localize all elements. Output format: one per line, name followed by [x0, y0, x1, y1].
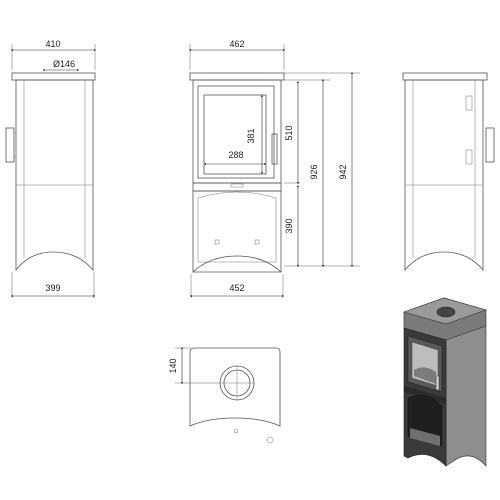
door-handle-right	[485, 127, 495, 163]
dim-label-381: 381	[246, 128, 256, 143]
stove-3d-render	[403, 297, 487, 467]
top-plate-outline	[189, 347, 281, 427]
stove-body-side-right	[404, 79, 484, 272]
dim-label-942: 942	[338, 164, 348, 179]
top-plate-right	[402, 72, 488, 81]
log-store	[197, 191, 277, 263]
dim-label-462: 462	[229, 39, 244, 49]
dim-label-399: 399	[45, 283, 60, 293]
side-view-left: 410 Ø146 399	[5, 39, 97, 298]
dim-label-flue-diameter: Ø146	[53, 59, 75, 69]
front-door	[197, 85, 275, 179]
glass-panel	[203, 94, 267, 175]
hinge-bottom	[465, 149, 473, 165]
dim-label-288: 288	[228, 150, 243, 160]
door-handle	[5, 127, 15, 163]
dim-label-390: 390	[284, 218, 294, 233]
dim-label-410: 410	[45, 39, 60, 49]
dim-label-510: 510	[284, 125, 294, 140]
top-view: 140	[168, 346, 281, 444]
top-plate-front	[189, 72, 285, 81]
front-view: 462 288 381 452	[188, 39, 360, 298]
hinge-top	[465, 95, 473, 111]
render-side	[445, 325, 487, 467]
dim-label-140: 140	[168, 358, 178, 373]
stove-body-side	[15, 79, 94, 272]
dim-label-926: 926	[309, 164, 319, 179]
front-lower-body	[192, 190, 282, 273]
front-upper-body	[192, 79, 282, 184]
front-door-handle	[271, 133, 278, 165]
side-view-right	[402, 72, 495, 272]
dim-label-452: 452	[229, 283, 244, 293]
top-plate	[11, 72, 96, 81]
